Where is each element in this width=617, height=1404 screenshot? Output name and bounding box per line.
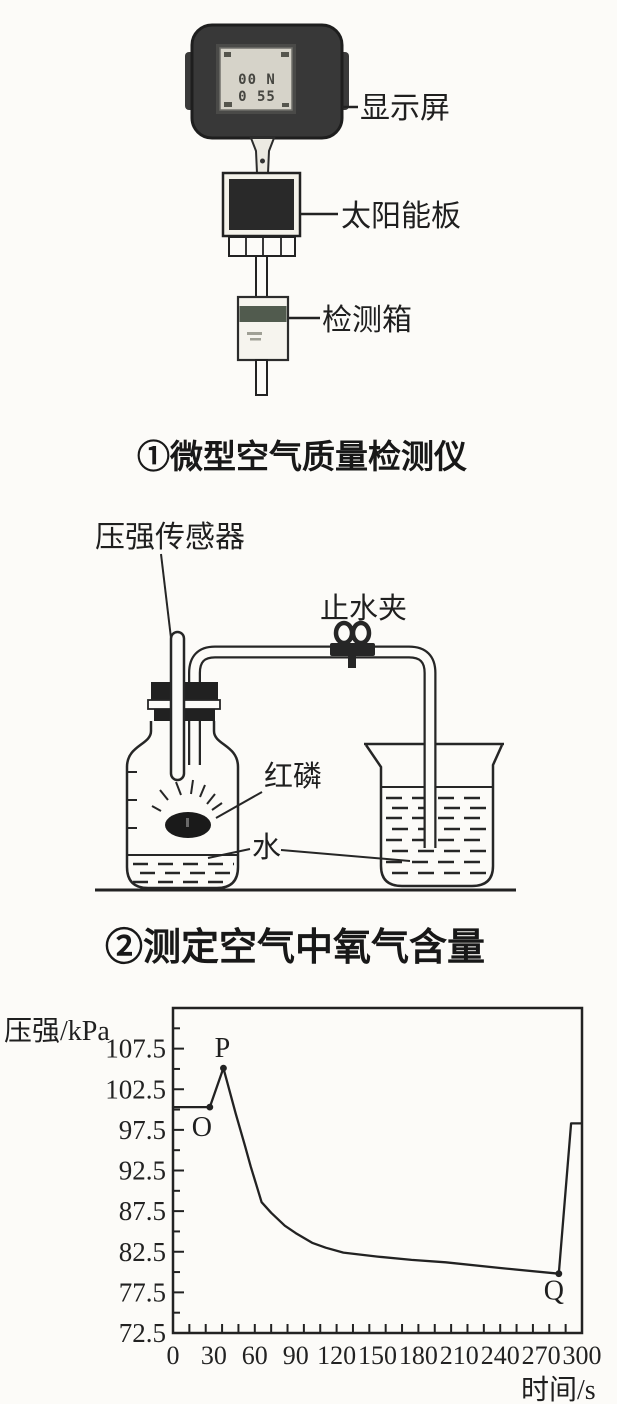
pinch-clamp bbox=[330, 620, 375, 668]
x-tick-label: 30 bbox=[201, 1341, 227, 1370]
screen-display-line2: 0 55 bbox=[238, 89, 276, 105]
chart-body: 72.5 77.5 82.5 87.5 92.5 97.5 102.5 107.5 0 30 60 9… bbox=[105, 1006, 602, 1370]
y-tick-label: 92.5 bbox=[119, 1156, 166, 1186]
water-beaker bbox=[382, 786, 492, 875]
plot-border bbox=[171, 1006, 584, 1335]
x-tick-label: 60 bbox=[242, 1341, 268, 1370]
apparatus-figure: 00 N 0 55 显示屏 太阳能板 检测箱 bbox=[95, 23, 516, 969]
oxygen-experiment: 压强传感器 bbox=[95, 521, 516, 969]
box-marking bbox=[250, 338, 261, 341]
pole-lower bbox=[255, 359, 268, 396]
x-tick-label: 270 bbox=[522, 1341, 561, 1370]
x-axis-title: 时间/s bbox=[521, 1374, 596, 1404]
phosphorus-label-line bbox=[215, 791, 263, 819]
bottle bbox=[125, 721, 240, 890]
pressure-time-chart: 压强/kPa 时间/s 72.5 77.5 82.5 87.5 92.5 97.5 102.… bbox=[4, 1006, 602, 1404]
y-tick-label: 82.5 bbox=[119, 1237, 166, 1267]
data-point-P bbox=[220, 1064, 227, 1072]
screen-corner-mark bbox=[224, 52, 231, 57]
mount-bracket bbox=[228, 236, 296, 257]
screen-label: 显示屏 bbox=[360, 92, 450, 125]
screen-corner-mark bbox=[224, 102, 232, 107]
detection-box-band bbox=[239, 306, 287, 322]
box-label: 检测箱 bbox=[322, 304, 412, 337]
y-tick-label: 107.5 bbox=[105, 1034, 166, 1064]
neck-pin bbox=[260, 158, 265, 164]
x-tick-label: 90 bbox=[283, 1341, 309, 1370]
pressure-probe bbox=[169, 630, 186, 782]
sensor-lead-line bbox=[160, 553, 172, 639]
point-label-Q: Q bbox=[544, 1276, 564, 1307]
screen-corner-mark bbox=[281, 52, 289, 57]
pole-upper bbox=[255, 255, 268, 299]
y-tick-label: 87.5 bbox=[119, 1196, 166, 1226]
screen-display-line1: 00 N bbox=[238, 72, 276, 88]
y-axis-title: 压强/kPa bbox=[4, 1016, 110, 1047]
figure2-caption: ②测定空气中氧气含量 bbox=[105, 927, 485, 969]
water-label-line-left bbox=[207, 848, 251, 859]
data-point-Q bbox=[555, 1270, 563, 1278]
y-tick-label: 72.5 bbox=[119, 1318, 166, 1348]
bottle-graduations bbox=[127, 771, 137, 829]
detector-screen bbox=[219, 47, 293, 111]
water-label-line-right bbox=[280, 849, 411, 862]
x-tick-label: 240 bbox=[481, 1341, 520, 1370]
x-tick-label: 300 bbox=[563, 1341, 602, 1370]
detector-neck bbox=[249, 137, 276, 174]
phosphorus-glint bbox=[186, 818, 189, 827]
screen-corner-mark bbox=[282, 103, 289, 107]
point-label-P: P bbox=[215, 1033, 231, 1064]
x-tick-label: 0 bbox=[167, 1341, 180, 1370]
x-tick-label: 210 bbox=[440, 1341, 479, 1370]
solar-label: 太阳能板 bbox=[341, 200, 461, 233]
air-quality-detector: 00 N 0 55 显示屏 太阳能板 检测箱 bbox=[137, 23, 467, 476]
burning-sparks bbox=[151, 779, 223, 812]
water-label: 水 bbox=[252, 831, 281, 864]
pressure-sensor-label: 压强传感器 bbox=[95, 521, 245, 554]
connecting-tube bbox=[188, 645, 437, 848]
x-tick-label: 180 bbox=[399, 1341, 438, 1370]
x-tick-label: 120 bbox=[317, 1341, 356, 1370]
x-tick-label: 150 bbox=[358, 1341, 397, 1370]
clamp-label: 止水夹 bbox=[320, 592, 407, 625]
box-marking bbox=[247, 332, 262, 335]
y-tick-label: 77.5 bbox=[119, 1277, 166, 1307]
figure1-caption: ①微型空气质量检测仪 bbox=[137, 439, 467, 476]
y-tick-label: 97.5 bbox=[119, 1115, 166, 1145]
data-point-O bbox=[206, 1103, 214, 1111]
phosphorus-label: 红磷 bbox=[264, 760, 322, 793]
point-label-O: O bbox=[192, 1112, 212, 1143]
y-tick-label: 102.5 bbox=[105, 1074, 166, 1104]
solar-panel-cell bbox=[229, 179, 294, 230]
pressure-curve bbox=[171, 1066, 582, 1275]
